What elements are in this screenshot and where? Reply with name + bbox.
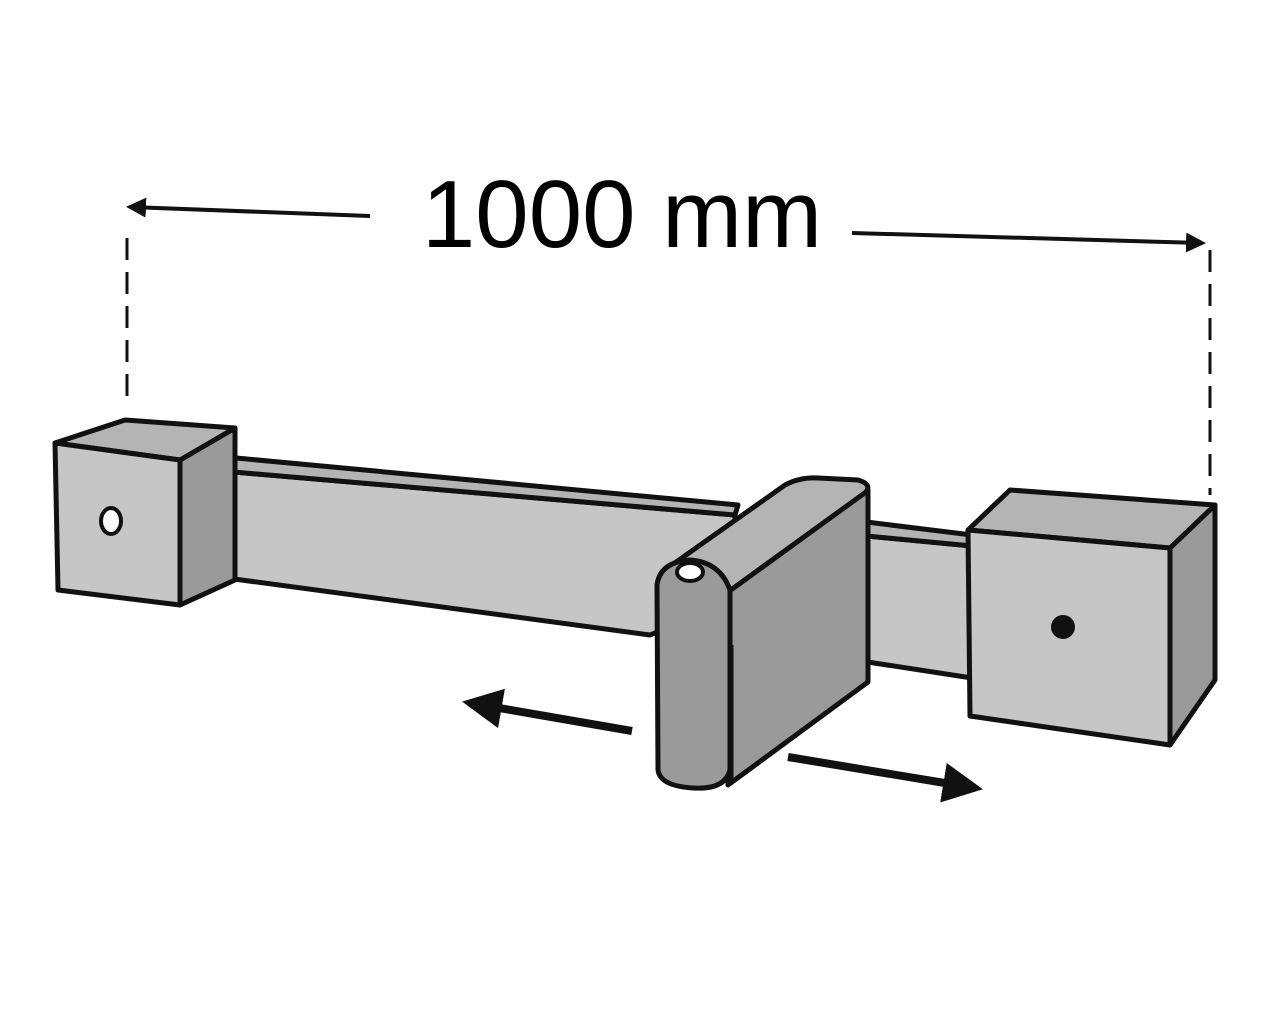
dimension-line <box>125 197 1212 495</box>
sliding-clamp <box>654 475 871 791</box>
pin-dot <box>1051 615 1075 639</box>
hole <box>675 561 705 583</box>
dimension-arrow-left <box>126 197 371 218</box>
right-end-block <box>965 487 1218 748</box>
hole <box>99 506 123 536</box>
slide-right-arrow <box>787 753 983 803</box>
dimension-arrow-right <box>851 231 1206 253</box>
left-end-block <box>52 417 238 608</box>
dimension-label: 1000 mm <box>422 161 822 268</box>
slide-left-arrow <box>462 688 633 735</box>
